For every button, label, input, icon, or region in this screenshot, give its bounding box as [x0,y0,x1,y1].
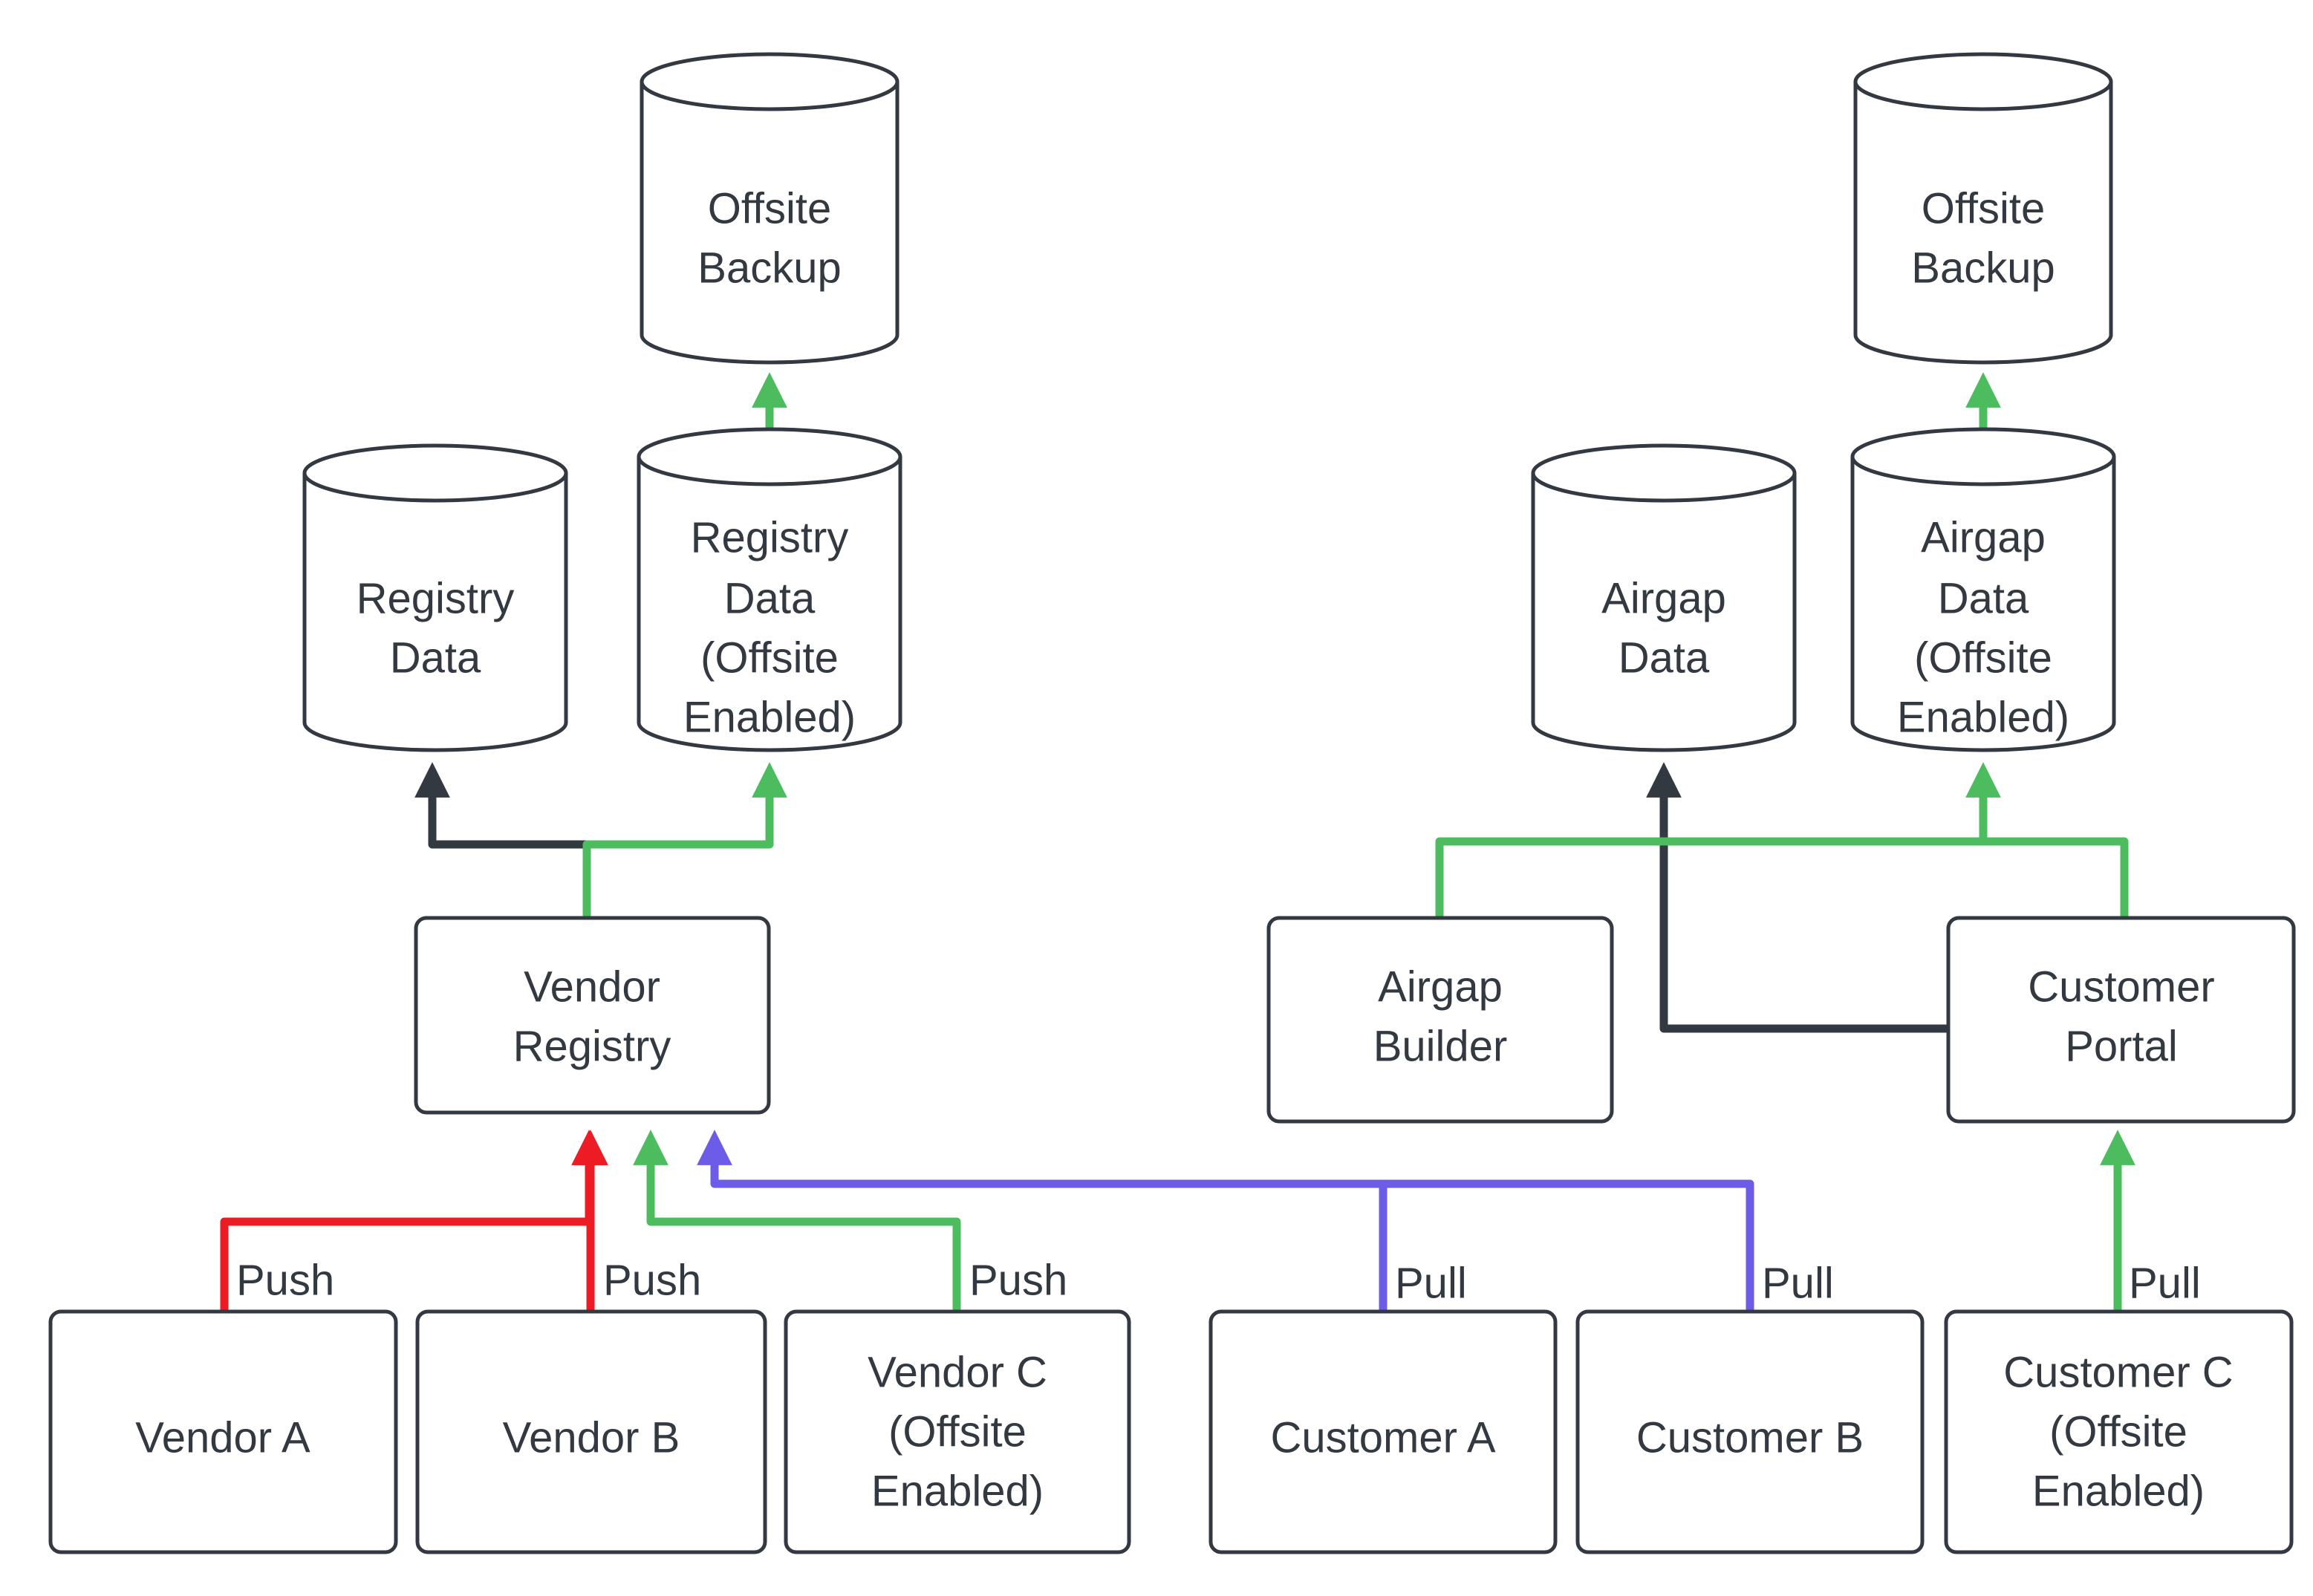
node-label-customer-c-line3: Enabled) [2032,1467,2205,1515]
node-label-registry-data-offsite-line2: Data [724,574,816,622]
node-label-offsite-backup-left-line1: Offsite [708,184,832,232]
node-label-customer-c-line1: Customer C [2003,1348,2233,1396]
node-label-vendor-c-line2: (Offsite [888,1407,1027,1456]
edge-label-customer-a-pull: Pull [1395,1259,1467,1307]
node-registry-data[interactable]: Registry Data [302,443,568,752]
node-label-registry-data-offsite-line3: (Offsite [700,633,839,682]
node-label-airgap-data-offsite-line1: Airgap [1921,513,2046,561]
edge-label-vendor-c-push: Push [969,1256,1067,1304]
node-vendor-a[interactable]: Vendor A [48,1309,398,1554]
node-label-airgap-data-offsite-line4: Enabled) [1897,693,2069,741]
node-customer-portal[interactable]: Customer Portal [1946,916,2296,1124]
edge-label-vendor-a-push: Push [236,1256,334,1304]
node-label-customer-portal-line2: Portal [2065,1022,2178,1070]
edge-airgap-builder-to-airgap-offsite [1435,762,2001,918]
node-offsite-backup-right[interactable]: Offsite Backup [1853,52,2113,365]
node-registry-data-offsite[interactable]: Registry Data (Offsite Enabled) [637,427,902,752]
node-label-customer-c-line2: (Offsite [2049,1407,2187,1456]
edge-vendor-registry-to-registry-data [414,762,591,918]
edge-vendor-c-to-registry [633,1130,961,1312]
node-label-vendor-b: Vendor B [503,1413,680,1462]
node-label-airgap-data-offsite-line2: Data [1938,574,2029,622]
node-label-registry-data-offsite-line1: Registry [691,513,849,561]
node-label-customer-a: Customer A [1271,1413,1496,1462]
node-label-offsite-backup-right-line1: Offsite [1922,184,2046,232]
node-label-airgap-builder-line2: Builder [1373,1022,1508,1070]
node-label-customer-portal-line1: Customer [2028,963,2214,1011]
node-offsite-backup-left[interactable]: Offsite Backup [640,52,900,365]
node-label-offsite-backup-right-line2: Backup [1911,244,2055,292]
node-label-airgap-data-line1: Airgap [1601,574,1726,622]
node-vendor-c[interactable]: Vendor C (Offsite Enabled) [784,1309,1131,1554]
node-label-vendor-a: Vendor A [135,1413,310,1462]
node-label-registry-data-line1: Registry [357,574,515,622]
node-label-vendor-registry-line1: Vendor [524,963,660,1011]
node-airgap-data-offsite[interactable]: Airgap Data (Offsite Enabled) [1850,427,2116,752]
node-label-airgap-data-line2: Data [1619,633,1710,682]
edge-label-customer-b-pull: Pull [1762,1259,1834,1307]
node-label-airgap-data-offsite-line3: (Offsite [1914,633,2052,682]
node-vendor-b[interactable]: Vendor B [415,1309,767,1554]
node-label-vendor-registry-line2: Registry [513,1022,671,1070]
edge-label-customer-c-pull: Pull [2129,1259,2201,1307]
edge-customer-portal-to-airgap-data [1646,762,1948,1033]
node-label-customer-b: Customer B [1636,1413,1864,1462]
edge-customer-portal-to-airgap-offsite [1983,837,2129,918]
edge-label-vendor-b-push: Push [603,1256,701,1304]
node-vendor-registry[interactable]: Vendor Registry [414,916,771,1115]
node-customer-c[interactable]: Customer C (Offsite Enabled) [1944,1309,2294,1554]
node-label-vendor-c-line3: Enabled) [871,1467,1044,1515]
node-label-registry-data-offsite-line4: Enabled) [683,693,856,741]
node-label-vendor-c-line1: Vendor C [868,1348,1047,1396]
node-customer-a[interactable]: Customer A [1208,1309,1558,1554]
node-customer-b[interactable]: Customer B [1575,1309,1925,1554]
node-label-airgap-builder-line1: Airgap [1378,963,1503,1011]
node-airgap-builder[interactable]: Airgap Builder [1266,916,1614,1124]
node-label-registry-data-line2: Data [390,633,481,682]
node-label-offsite-backup-left-line2: Backup [697,244,841,292]
edge-customer-b-to-vendor-registry [715,1179,1754,1312]
edge-vendor-registry-to-registry-data-offsite [582,762,787,918]
node-airgap-data[interactable]: Airgap Data [1531,443,1797,752]
